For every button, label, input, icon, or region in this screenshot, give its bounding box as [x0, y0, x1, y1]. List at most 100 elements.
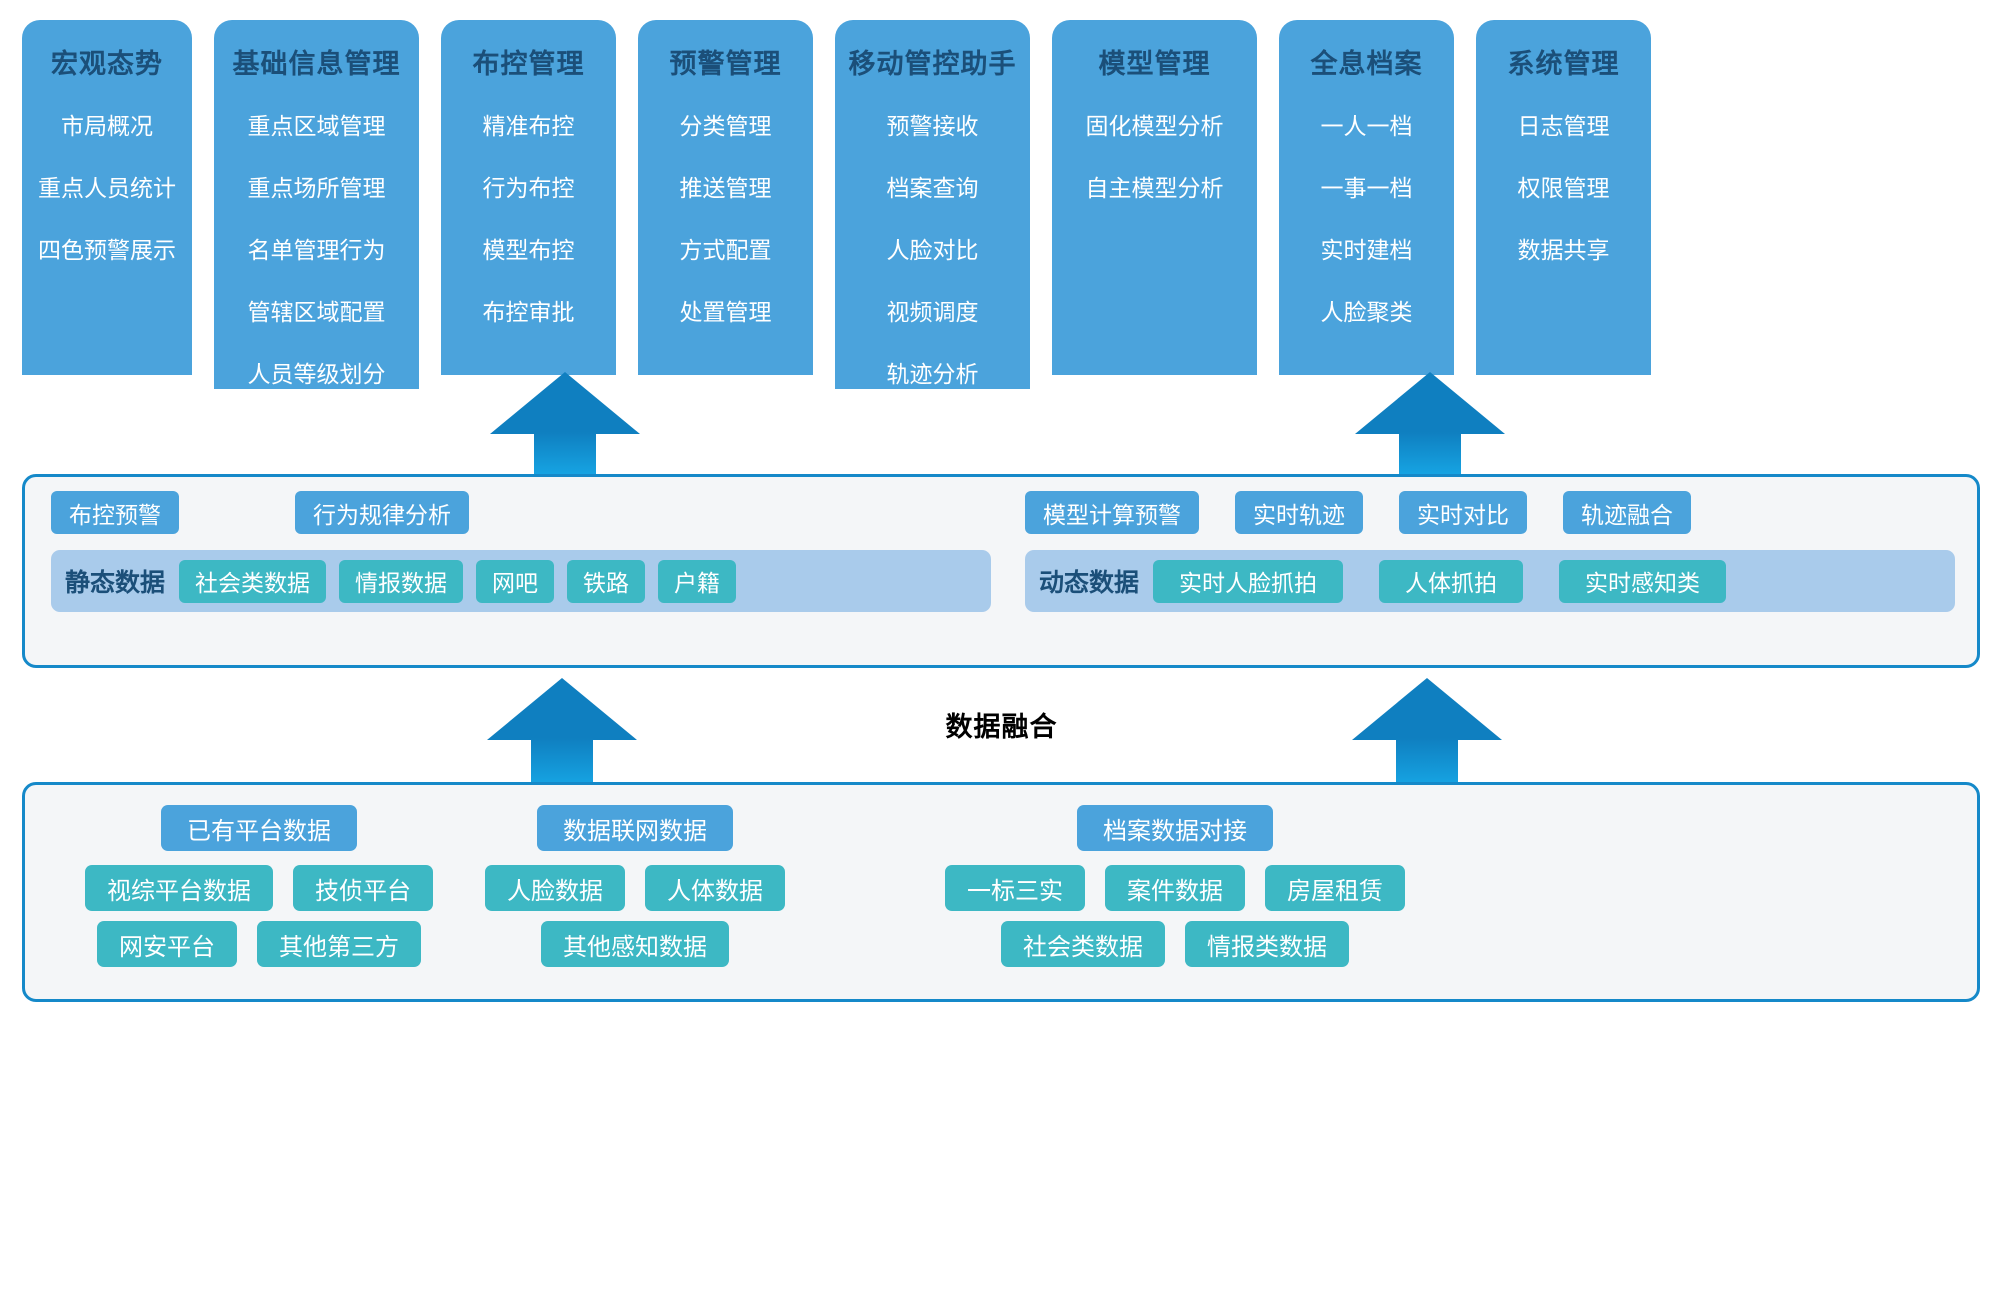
- data-source-chip[interactable]: 实时人脸抓拍: [1153, 559, 1344, 603]
- module-menu-item[interactable]: 行为布控: [482, 175, 575, 201]
- data-source-chip[interactable]: 人体数据: [645, 865, 785, 911]
- data-source-chip-row: 人脸数据人体数据: [485, 865, 785, 911]
- module-menu-item[interactable]: 重点区域管理: [247, 113, 386, 139]
- module-menu-item[interactable]: 方式配置: [679, 237, 772, 263]
- capability-chip[interactable]: 实时轨迹: [1235, 491, 1363, 534]
- data-source-chip[interactable]: 房屋租赁: [1265, 865, 1405, 911]
- capability-chip[interactable]: 轨迹融合: [1563, 491, 1691, 534]
- data-source-chip[interactable]: 一标三实: [945, 865, 1085, 911]
- data-source-chip[interactable]: 其他第三方: [257, 921, 421, 967]
- module-card-title: 预警管理: [669, 49, 782, 79]
- data-source-layer-panel: 已有平台数据视综平台数据技侦平台网安平台其他第三方数据联网数据人脸数据人体数据其…: [22, 782, 1980, 1002]
- data-source-chip-rows: 一标三实案件数据房屋租赁社会类数据情报类数据: [945, 865, 1405, 967]
- static-data-group: 布控预警 行为规律分析 静态数据 社会类数据情报数据网吧铁路户籍: [51, 491, 991, 612]
- data-source-chip[interactable]: 其他感知数据: [541, 921, 729, 967]
- arrow-up-to-model: [1355, 372, 1505, 474]
- data-source-group-3: 档案数据对接一标三实案件数据房屋租赁社会类数据情报类数据: [945, 805, 1405, 967]
- module-card-2[interactable]: 基础信息管理重点区域管理重点场所管理名单管理行为管辖区域配置人员等级划分: [214, 20, 419, 389]
- data-source-group-1: 已有平台数据视综平台数据技侦平台网安平台其他第三方: [85, 805, 433, 967]
- module-menu-item[interactable]: 实时建档: [1320, 237, 1413, 263]
- arrow-shaft: [1396, 738, 1458, 784]
- arrow-shaft: [531, 738, 593, 784]
- module-menu-item[interactable]: 人脸对比: [886, 237, 979, 263]
- capability-chip[interactable]: 实时对比: [1399, 491, 1527, 534]
- data-source-chip[interactable]: 网吧: [476, 559, 555, 603]
- dynamic-capability-tags: 模型计算预警实时轨迹实时对比轨迹融合: [1025, 491, 1955, 534]
- module-card-title: 移动管控助手: [848, 49, 1017, 79]
- data-source-group-header[interactable]: 档案数据对接: [1077, 805, 1273, 851]
- data-source-chip[interactable]: 案件数据: [1105, 865, 1245, 911]
- data-source-chip-row: 一标三实案件数据房屋租赁: [945, 865, 1405, 911]
- static-data-sources: 社会类数据情报数据网吧铁路户籍: [179, 559, 737, 603]
- data-source-chip[interactable]: 社会类数据: [1001, 921, 1165, 967]
- data-fusion-label: 数据融合: [945, 712, 1058, 742]
- module-card-4[interactable]: 预警管理分类管理推送管理方式配置处置管理: [638, 20, 813, 375]
- data-source-chip[interactable]: 户籍: [658, 559, 737, 603]
- module-menu-item[interactable]: 重点场所管理: [247, 175, 386, 201]
- dynamic-data-band: 动态数据 实时人脸抓拍人体抓拍实时感知类: [1025, 550, 1955, 612]
- data-source-chip[interactable]: 实时感知类: [1559, 559, 1727, 603]
- module-menu-item[interactable]: 模型布控: [482, 237, 575, 263]
- arrow-head: [1355, 372, 1505, 434]
- data-source-chip-row: 其他感知数据: [485, 921, 785, 967]
- module-menu-item[interactable]: 档案查询: [886, 175, 979, 201]
- module-card-3[interactable]: 布控管理精准布控行为布控模型布控布控审批: [441, 20, 616, 375]
- data-source-chip-row: 视综平台数据技侦平台: [85, 865, 433, 911]
- module-card-6[interactable]: 模型管理固化模型分析自主模型分析: [1052, 20, 1257, 375]
- module-card-title: 宏观态势: [51, 49, 163, 79]
- data-fusion-layer-panel: 布控预警行为规律分析 静态数据 社会类数据情报数据网吧铁路户籍 模型计算预警实时…: [22, 474, 1980, 668]
- data-source-chip-rows: 视综平台数据技侦平台网安平台其他第三方: [85, 865, 433, 967]
- data-source-chip[interactable]: 视综平台数据: [85, 865, 273, 911]
- module-card-1[interactable]: 宏观态势市局概况重点人员统计四色预警展示: [22, 20, 192, 375]
- data-source-chip[interactable]: 情报类数据: [1185, 921, 1349, 967]
- module-menu-item[interactable]: 重点人员统计: [38, 175, 176, 201]
- data-source-chip[interactable]: 网安平台: [97, 921, 237, 967]
- module-menu-item[interactable]: 名单管理行为: [247, 237, 386, 263]
- module-menu-item[interactable]: 处置管理: [679, 299, 772, 325]
- data-source-group-header[interactable]: 数据联网数据: [537, 805, 733, 851]
- static-capability-tags: 布控预警 行为规律分析: [51, 491, 991, 534]
- module-menu-item[interactable]: 推送管理: [679, 175, 772, 201]
- data-source-chip[interactable]: 社会类数据: [179, 559, 327, 603]
- module-menu-item[interactable]: 布控审批: [482, 299, 575, 325]
- module-menu-item[interactable]: 精准布控: [482, 113, 575, 139]
- module-menu-item[interactable]: 轨迹分析: [886, 361, 979, 387]
- module-menu-item[interactable]: 一人一档: [1320, 113, 1413, 139]
- static-data-band-label: 静态数据: [65, 569, 166, 597]
- module-menu-item[interactable]: 四色预警展示: [38, 237, 176, 263]
- module-menu-item[interactable]: 权限管理: [1517, 175, 1610, 201]
- arrow-head: [1352, 678, 1502, 740]
- data-source-chip-row: 社会类数据情报类数据: [945, 921, 1405, 967]
- module-menu-item[interactable]: 分类管理: [679, 113, 772, 139]
- capability-chip[interactable]: 布控预警: [51, 491, 179, 534]
- arrow-shaft: [534, 432, 596, 474]
- module-menu-item[interactable]: 人脸聚类: [1320, 299, 1413, 325]
- module-menu-item[interactable]: 视频调度: [886, 299, 979, 325]
- module-menu-item[interactable]: 人员等级划分: [247, 361, 386, 387]
- module-menu-item[interactable]: 一事一档: [1320, 175, 1413, 201]
- module-menu-item[interactable]: 日志管理: [1517, 113, 1610, 139]
- data-source-group-header[interactable]: 已有平台数据: [161, 805, 357, 851]
- module-card-7[interactable]: 全息档案一人一档一事一档实时建档人脸聚类: [1279, 20, 1454, 375]
- module-card-8[interactable]: 系统管理日志管理权限管理数据共享: [1476, 20, 1651, 375]
- data-source-chip[interactable]: 铁路: [567, 559, 646, 603]
- module-menu-item[interactable]: 市局概况: [61, 113, 153, 139]
- module-menu-item[interactable]: 预警接收: [886, 113, 979, 139]
- module-menu-item[interactable]: 管辖区域配置: [247, 299, 386, 325]
- capability-chip[interactable]: 行为规律分析: [295, 491, 469, 534]
- module-card-title: 系统管理: [1507, 49, 1620, 79]
- module-card-5[interactable]: 移动管控助手预警接收档案查询人脸对比视频调度轨迹分析: [835, 20, 1030, 389]
- application-modules-row: 宏观态势市局概况重点人员统计四色预警展示基础信息管理重点区域管理重点场所管理名单…: [22, 20, 1982, 389]
- module-menu-item[interactable]: 自主模型分析: [1085, 175, 1224, 201]
- capability-chip[interactable]: 模型计算预警: [1025, 491, 1199, 534]
- data-source-chip[interactable]: 人脸数据: [485, 865, 625, 911]
- data-source-chip[interactable]: 情报数据: [339, 559, 464, 603]
- module-menu-item[interactable]: 数据共享: [1517, 237, 1610, 263]
- data-source-chip-row: 网安平台其他第三方: [85, 921, 433, 967]
- data-source-chip[interactable]: 技侦平台: [293, 865, 433, 911]
- data-source-chip[interactable]: 人体抓拍: [1379, 559, 1524, 603]
- module-menu-item[interactable]: 固化模型分析: [1085, 113, 1224, 139]
- dynamic-data-group: 模型计算预警实时轨迹实时对比轨迹融合 动态数据 实时人脸抓拍人体抓拍实时感知类: [1025, 491, 1955, 612]
- arrow-up-to-boukong: [490, 372, 640, 474]
- static-data-band: 静态数据 社会类数据情报数据网吧铁路户籍: [51, 550, 991, 612]
